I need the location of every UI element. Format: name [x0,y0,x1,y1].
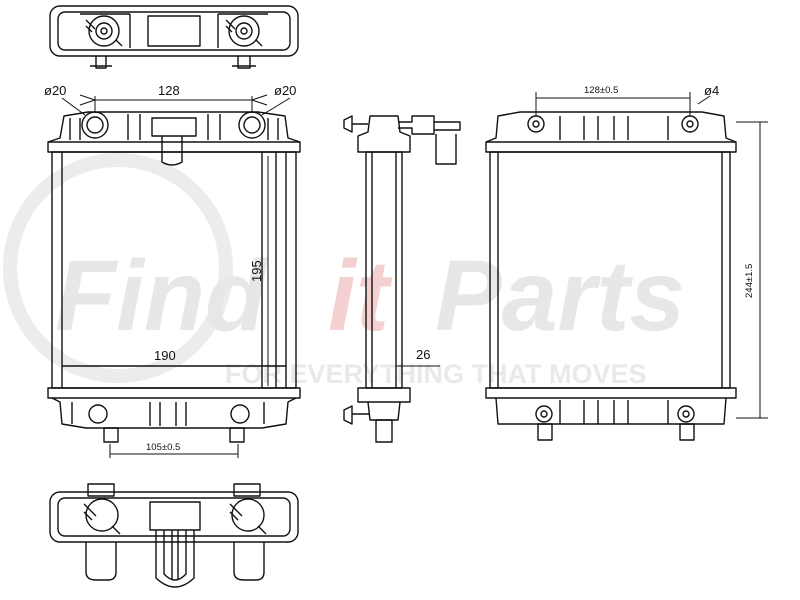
watermark-brand-part3: Parts [435,240,685,352]
front-pipe-right-dia-label: ø20 [274,83,296,98]
rear-top-right-mount-icon [681,115,699,133]
bottom-right-port-icon [231,498,265,532]
rear-mount-spacing-label: 128±0.5 [584,85,618,96]
bottom-left-port-icon [85,498,119,532]
front-right-pipe-icon [238,111,266,139]
watermark: Find it Parts FOR EVERYTHING THAT MOVES [3,153,685,389]
front-pipe-left-dia-label: ø20 [44,83,66,98]
watermark-tagline: FOR EVERYTHING THAT MOVES [225,359,647,389]
watermark-brand-part1: Find [55,240,268,352]
front-bottom-right-boss-icon [230,404,250,424]
rear-top-left-mount-icon [527,115,545,133]
front-pipe-spacing-label: 128 [158,83,180,98]
rear-total-height-label: 244±1.5 [744,264,755,298]
front-bottom-left-boss-icon [88,404,108,424]
top-left-port-icon [88,15,120,47]
rear-view [485,111,737,441]
top-right-port-icon [228,15,260,47]
rear-bottom-right-mount-icon [677,405,695,423]
watermark-brand-part2: it [328,240,393,352]
bottom-tank-view [49,483,299,588]
side-thickness-label: 26 [416,347,430,362]
front-left-pipe-icon [81,111,109,139]
front-core-width-label: 190 [154,348,176,363]
side-view [343,115,461,443]
rear-hole-dia-label: ø4 [704,83,719,98]
bottom-mount-spacing-label: 105±0.5 [146,442,180,453]
front-core-height-label: 195 [249,260,264,282]
rear-bottom-left-mount-icon [535,405,553,423]
watermark-circle [3,153,233,383]
top-tank-view [49,5,299,69]
front-view [47,111,301,443]
